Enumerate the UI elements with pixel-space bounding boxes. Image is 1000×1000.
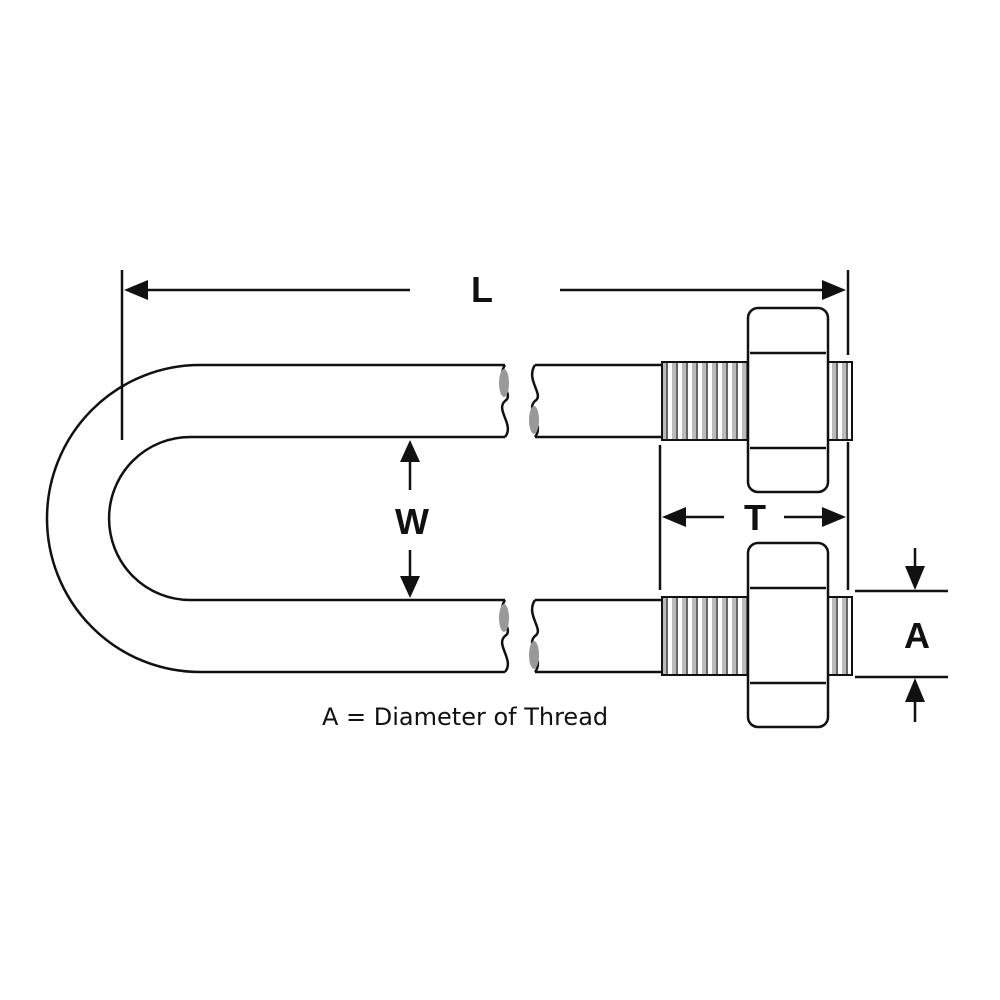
dimension-T xyxy=(658,442,850,590)
thread-stub-top xyxy=(827,361,853,441)
thread-top xyxy=(661,361,751,441)
label-W: W xyxy=(395,501,429,542)
nut-top xyxy=(746,306,830,494)
label-L: L xyxy=(471,269,493,310)
caption: A = Diameter of Thread xyxy=(322,703,608,731)
u-bend-outer xyxy=(45,363,505,674)
dimension-L xyxy=(120,270,850,440)
rod-break-right-bottom xyxy=(530,598,662,674)
label-T: T xyxy=(744,497,766,538)
label-A: A xyxy=(904,615,930,656)
dimension-A xyxy=(855,548,948,722)
thread-stub-bottom xyxy=(827,596,853,676)
rod-break-right-top xyxy=(530,363,662,439)
thread-bottom xyxy=(661,596,751,676)
u-bend-inner xyxy=(107,435,505,602)
dimension-W xyxy=(400,440,420,598)
nut-bottom xyxy=(746,541,830,729)
